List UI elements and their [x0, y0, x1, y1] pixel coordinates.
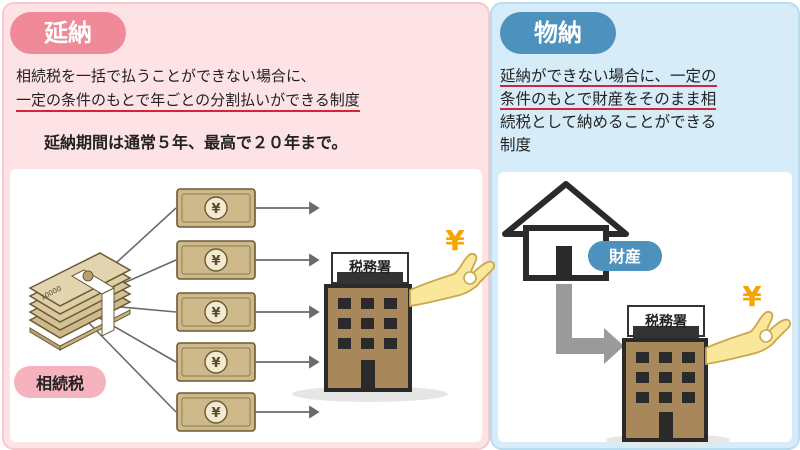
tax-office-sign-left: 税務署: [349, 259, 391, 276]
enno-desc-line1: 相続税を一括で払うことができない場合に、: [16, 67, 316, 85]
butsuno-title: 物納: [534, 19, 582, 47]
butsuno-desc-line4: 制度: [500, 136, 532, 154]
butsuno-desc-line1-text: 延納ができない場合に、一定の: [500, 67, 717, 87]
hand-ok-gesture-icon: [409, 253, 495, 307]
tax-office-building-icon: [292, 252, 448, 402]
arrow-right-icon: [255, 201, 320, 419]
butsuno-desc-line2-text: 条件のもとで財産をそのまま相: [500, 90, 717, 110]
tax-office-sign-right: 税務署: [645, 313, 687, 330]
tax-label-pill: [14, 366, 106, 398]
hand-ok-gesture-icon: [705, 311, 791, 365]
yen-icon: ¥: [445, 224, 465, 257]
tax-office-building-icon: [606, 305, 730, 446]
butsuno-desc-line1: 延納ができない場合に、一定の: [500, 66, 717, 87]
banknote-icon: [176, 240, 256, 280]
butsuno-title-pill: 物納: [500, 12, 616, 54]
enno-desc-line2: 一定の条件のもとで年ごとの分割払いができる制度: [16, 90, 360, 112]
enno-title-pill: 延納: [10, 12, 126, 54]
banknote-icon: [176, 188, 256, 228]
tax-label: 相続税: [36, 374, 84, 393]
enno-desc-line2-text: 一定の条件のもとで年ごとの分割払いができる制度: [16, 91, 360, 112]
banknote-icon: [176, 342, 256, 382]
money-bundle-icon: 10000: [28, 252, 132, 351]
banknote-icon: [176, 292, 256, 332]
butsuno-desc-line3: 続税として納めることができる: [500, 113, 717, 131]
asset-label-pill: [588, 241, 662, 271]
butsuno-desc-line2: 条件のもとで財産をそのまま相: [500, 89, 717, 110]
banknote-icon: [176, 392, 256, 432]
yen-icon: ¥: [742, 280, 762, 313]
enno-period: 延納期間は通常５年、最高で２０年まで。: [44, 133, 348, 152]
asset-label: 財産: [609, 247, 641, 266]
enno-title: 延納: [44, 19, 92, 47]
elbow-arrow-icon: [556, 284, 624, 364]
